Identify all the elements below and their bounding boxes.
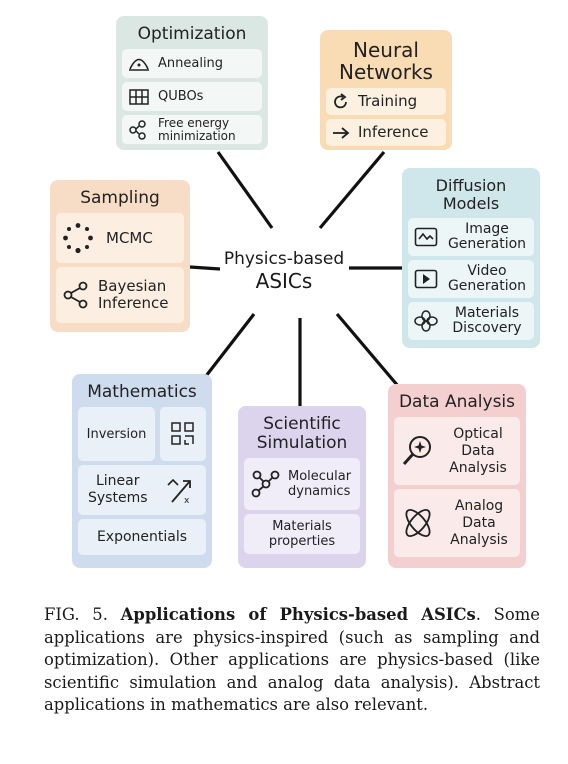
data-analysis-box: Data Analysis Optical Data Analysis Anal… bbox=[388, 384, 526, 568]
data-analysis-title: Data Analysis bbox=[398, 392, 516, 412]
dataanalysis-item-optical: Optical Data Analysis bbox=[394, 417, 520, 485]
mathematics-item-linear-systems: Linear Systems x bbox=[78, 465, 206, 515]
caption-body: . Some applications are physics-inspired… bbox=[44, 605, 540, 714]
mathematics-title: Mathematics bbox=[87, 382, 197, 402]
mathematics-item-label: Linear Systems bbox=[88, 473, 148, 506]
sampling-item-label: MCMC bbox=[106, 228, 153, 247]
diffusion-item-label: Video Generation bbox=[447, 263, 527, 294]
center-line-2: ASICs bbox=[255, 269, 313, 293]
scientific-simulation-title: Scientific Simulation bbox=[256, 414, 348, 453]
neural-item-inference: Inference bbox=[326, 119, 446, 146]
connector-mathematics bbox=[204, 313, 256, 377]
mathematics-item-matrix bbox=[160, 407, 206, 461]
scientific-simulation-box: Scientific Simulation Molecular dynamics… bbox=[238, 406, 366, 568]
sampling-item-mcmc: MCMC bbox=[56, 213, 184, 263]
optimization-item-label: QUBOs bbox=[158, 89, 204, 104]
share-nodes-icon bbox=[62, 281, 90, 309]
neural-item-label: Inference bbox=[358, 123, 429, 141]
diffusion-item-video: Video Generation bbox=[408, 260, 534, 298]
molecule-network-icon bbox=[128, 119, 150, 140]
annealing-curve-icon bbox=[128, 56, 150, 72]
magnifier-star-icon bbox=[400, 434, 434, 468]
optimization-item-annealing: Annealing bbox=[122, 49, 262, 78]
scientific-item-materials: Materials properties bbox=[244, 514, 360, 554]
neural-item-training: Training bbox=[326, 88, 446, 115]
diffusion-item-label: Materials Discovery bbox=[452, 305, 522, 336]
dataanalysis-item-label: Optical Data Analysis bbox=[449, 425, 507, 476]
optimization-item-label: Annealing bbox=[158, 56, 224, 71]
dataanalysis-item-analog: Analog Data Analysis bbox=[394, 489, 520, 557]
mathematics-item-inversion: Inversion bbox=[78, 407, 155, 461]
connector-lines bbox=[189, 150, 402, 406]
grid-icon bbox=[128, 88, 150, 105]
molecule-icon bbox=[250, 469, 282, 499]
center-hub-label: Physics-based ASICs bbox=[222, 248, 346, 292]
diffusion-item-image: Image Generation bbox=[408, 218, 534, 256]
figure-caption: FIG. 5. Applications of Physics-based AS… bbox=[44, 604, 540, 717]
connector-neural bbox=[318, 150, 386, 230]
mathematics-item-label: Exponentials bbox=[96, 528, 188, 545]
scientific-item-label: Materials properties bbox=[268, 519, 336, 549]
optimization-box: Optimization Annealing QUBOs Free energy… bbox=[116, 16, 268, 150]
sampling-title: Sampling bbox=[80, 188, 160, 208]
play-icon bbox=[414, 269, 438, 289]
neural-item-label: Training bbox=[358, 92, 418, 110]
connector-dataanalysis bbox=[335, 312, 400, 388]
optimization-item-qubos: QUBOs bbox=[122, 82, 262, 111]
dataanalysis-item-label: Analog Data Analysis bbox=[450, 497, 508, 548]
matrix-blocks-icon bbox=[171, 422, 195, 446]
sampling-item-label: Bayesian Inference bbox=[98, 277, 169, 312]
neural-networks-box: Neural Networks Training Inference bbox=[320, 30, 452, 150]
dotted-circle-icon bbox=[62, 222, 94, 254]
diffusion-models-title: Diffusion Models bbox=[435, 176, 507, 213]
sampling-item-bayesian: Bayesian Inference bbox=[56, 267, 184, 323]
mathematics-box: Mathematics Inversion Linear Systems x E… bbox=[72, 374, 212, 568]
image-wave-icon bbox=[414, 227, 438, 247]
caption-title: Applications of Physics-based ASICs bbox=[120, 605, 476, 624]
right-arrow-icon bbox=[332, 126, 350, 140]
mathematics-item-label: Inversion bbox=[86, 426, 147, 442]
atom-orbit-icon bbox=[400, 506, 436, 540]
scientific-item-label: Molecular dynamics bbox=[288, 469, 352, 499]
mathematics-item-exponentials: Exponentials bbox=[78, 519, 206, 555]
center-line-1: Physics-based bbox=[223, 249, 345, 269]
diffusion-models-box: Diffusion Models Image Generation Video … bbox=[402, 168, 540, 348]
caption-label: FIG. 5. bbox=[44, 605, 108, 624]
scientific-item-molecular: Molecular dynamics bbox=[244, 458, 360, 510]
refresh-arrow-icon bbox=[332, 92, 350, 111]
neural-networks-title: Neural Networks bbox=[339, 38, 433, 84]
diffusion-item-materials: Materials Discovery bbox=[408, 302, 534, 340]
optimization-item-label: Free energy minimization bbox=[158, 115, 236, 143]
optimization-title: Optimization bbox=[137, 24, 247, 44]
optimization-item-free-energy: Free energy minimization bbox=[122, 115, 262, 144]
sampling-box: Sampling MCMC Bayesian Inference bbox=[50, 180, 190, 332]
diffusion-item-label: Image Generation bbox=[447, 221, 527, 252]
svg-text:x: x bbox=[184, 496, 190, 505]
connector-sampling bbox=[189, 265, 221, 271]
connector-optimization bbox=[216, 151, 274, 229]
flower-icon bbox=[414, 310, 438, 332]
vector-arrow-icon: x bbox=[166, 475, 196, 505]
